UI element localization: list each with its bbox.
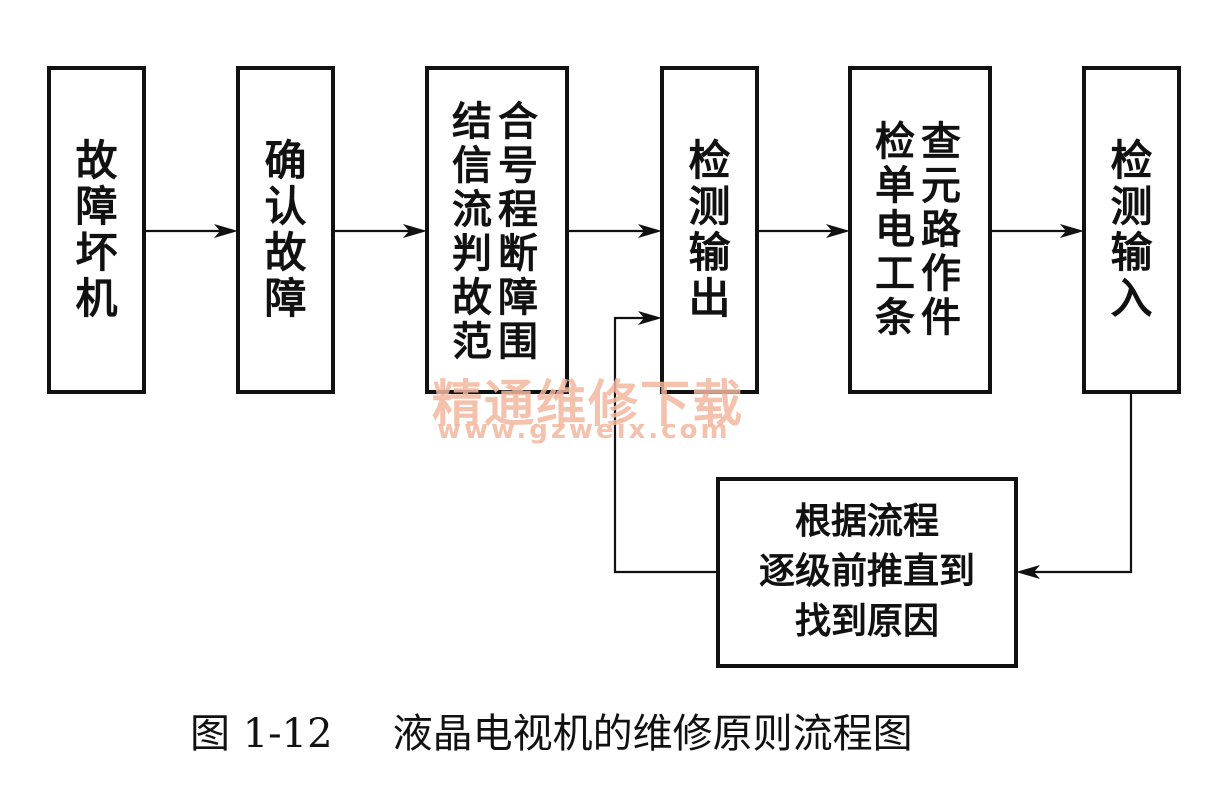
char: 号 bbox=[498, 143, 538, 189]
char: 输 bbox=[1110, 228, 1153, 277]
char: 条 bbox=[875, 295, 915, 341]
arrowhead-3-4 bbox=[638, 224, 662, 238]
text-line: 逐级前推直到 bbox=[758, 551, 975, 592]
char: 电 bbox=[875, 207, 915, 253]
char: 程 bbox=[498, 187, 538, 233]
char: 工 bbox=[875, 251, 915, 297]
char: 故 bbox=[75, 136, 118, 185]
box-trace-back bbox=[716, 477, 1018, 668]
char: 故 bbox=[452, 275, 492, 321]
char: 结 bbox=[452, 99, 492, 145]
box-check-unit-conditions-label: 查 元 路 作 件 检 单 电 工 条 bbox=[875, 120, 961, 340]
char: 查 bbox=[921, 119, 961, 165]
box-detect-output-label: 检 测 输 出 bbox=[662, 138, 757, 322]
feedback-line-7-4 bbox=[613, 316, 718, 574]
char: 合 bbox=[498, 99, 538, 145]
char: 检 bbox=[1110, 136, 1153, 185]
column-right: 查 元 路 作 件 bbox=[921, 120, 961, 340]
char: 入 bbox=[1110, 274, 1153, 323]
char: 信 bbox=[452, 143, 492, 189]
char: 元 bbox=[921, 163, 961, 209]
feedback-arrowhead-7-4 bbox=[638, 311, 662, 325]
arrowhead-6-7 bbox=[1016, 565, 1040, 579]
figure-caption: 图 1-12 液晶电视机的维修原则流程图 bbox=[190, 710, 913, 758]
char: 检 bbox=[688, 136, 731, 185]
char: 坏 bbox=[75, 228, 118, 277]
column-left: 检 单 电 工 条 bbox=[875, 120, 915, 340]
char: 障 bbox=[264, 274, 307, 323]
arrowhead-5-6 bbox=[1060, 224, 1084, 238]
char: 机 bbox=[75, 274, 118, 323]
figure-number: 图 1-12 bbox=[190, 711, 333, 757]
arrowhead-2-3 bbox=[403, 224, 427, 238]
char: 认 bbox=[264, 182, 307, 231]
char: 围 bbox=[498, 319, 538, 365]
box-fault-machine-label: 故 障 坏 机 bbox=[49, 138, 144, 322]
char: 检 bbox=[875, 119, 915, 165]
char: 测 bbox=[688, 182, 731, 231]
char: 出 bbox=[688, 274, 731, 323]
char: 单 bbox=[875, 163, 915, 209]
box-signal-flow-judge-label: 合 号 程 断 障 围 结 信 流 判 故 范 bbox=[452, 100, 538, 364]
text-line: 根据流程 bbox=[794, 501, 939, 542]
char: 断 bbox=[498, 231, 538, 277]
arrow-line-6-7 bbox=[1028, 392, 1133, 574]
figure-title: 液晶电视机的维修原则流程图 bbox=[392, 711, 913, 757]
box-confirm-fault-label: 确 认 故 障 bbox=[238, 138, 333, 322]
box-fault-machine bbox=[47, 66, 146, 394]
box-signal-flow-judge bbox=[425, 66, 569, 394]
char: 障 bbox=[75, 182, 118, 231]
char: 路 bbox=[921, 207, 961, 253]
column-left: 结 信 流 判 故 范 bbox=[452, 100, 492, 364]
char: 确 bbox=[264, 136, 307, 185]
char: 流 bbox=[452, 187, 492, 233]
box-confirm-fault bbox=[236, 66, 335, 394]
arrowhead-4-5 bbox=[826, 224, 850, 238]
char: 件 bbox=[921, 295, 961, 341]
char: 故 bbox=[264, 228, 307, 277]
box-detect-input bbox=[1082, 66, 1181, 394]
watermark-text: 精通维修下载 bbox=[432, 374, 744, 433]
char: 判 bbox=[452, 231, 492, 277]
char: 输 bbox=[688, 228, 731, 277]
box-detect-input-label: 检 测 输 入 bbox=[1084, 138, 1179, 322]
box-trace-back-label: 根据流程 逐级前推直到 找到原因 bbox=[718, 497, 1016, 647]
column-right: 合 号 程 断 障 围 bbox=[498, 100, 538, 364]
box-check-unit-conditions bbox=[848, 66, 992, 394]
char: 作 bbox=[921, 251, 961, 297]
text-line: 找到原因 bbox=[794, 601, 939, 642]
char: 障 bbox=[498, 275, 538, 321]
arrowhead-1-2 bbox=[214, 224, 238, 238]
watermark-url: www.gzweix.com bbox=[437, 415, 731, 445]
char: 范 bbox=[452, 319, 492, 365]
char: 测 bbox=[1110, 182, 1153, 231]
